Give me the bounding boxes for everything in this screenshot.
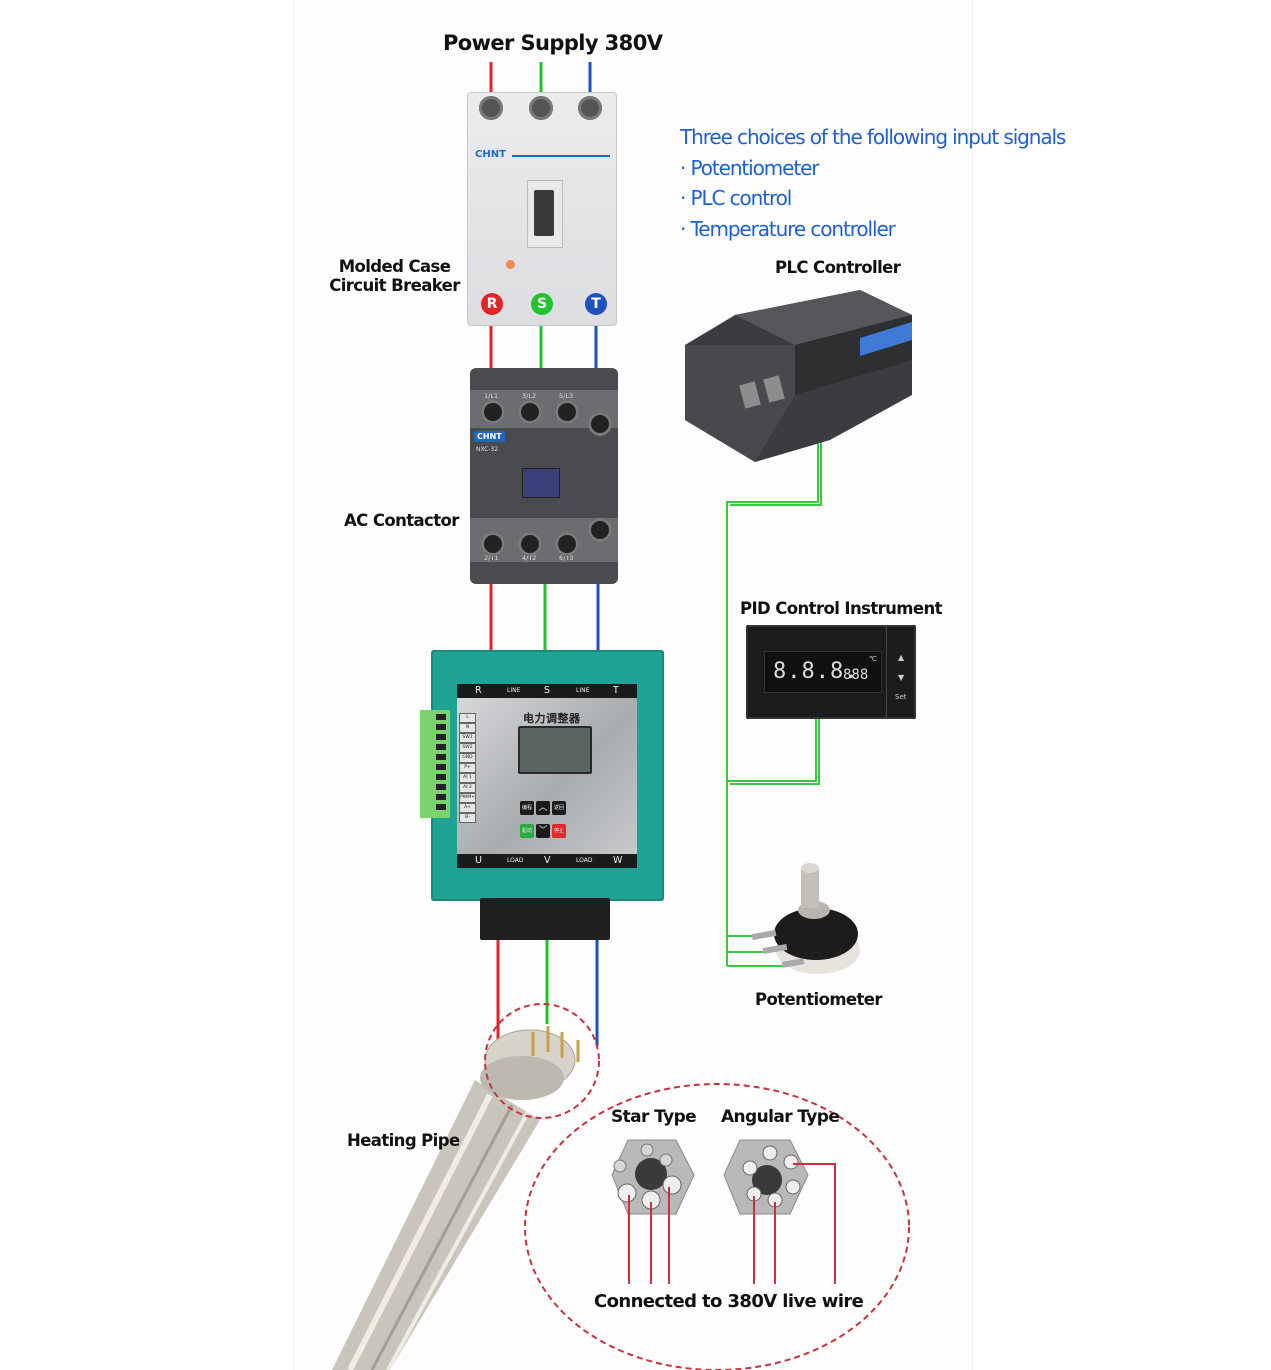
contactor-terminal-label: 2/T1 (484, 554, 499, 562)
input-signals-list: Three choices of the following input sig… (680, 122, 1066, 244)
plc-controller-label: PLC Controller (775, 258, 901, 277)
regulator-cooling-fan (480, 898, 610, 940)
line-terminal-s: S (544, 685, 551, 696)
regulator-lcd-screen (518, 726, 592, 774)
regulator-terminal-block (420, 710, 450, 818)
terminal-label: A+ (459, 803, 476, 813)
ac-contactor-label: AC Contactor (344, 511, 459, 530)
mccb-label-line1: Molded Case (338, 257, 451, 276)
heating-pipe-graphic (332, 1026, 580, 1370)
star-type-terminal-graphic (611, 1139, 695, 1284)
contactor-terminal-label: 3/L2 (522, 392, 537, 400)
mccb-label-line2: Circuit Breaker (329, 276, 460, 295)
potentiometer-label: Potentiometer (755, 990, 883, 1009)
signal-wire-pid-2 (730, 716, 820, 785)
signal-option-plc: · PLC control (680, 186, 792, 210)
load-tag: LOAD (576, 857, 593, 864)
contactor-screw (555, 532, 579, 556)
down-key[interactable]: ﹀ (536, 824, 550, 838)
mccb-brand-bar (512, 155, 610, 157)
regulator-line-strip: R LINE S LINE T (457, 684, 637, 698)
mccb-top-terminal-s (529, 96, 553, 120)
back-key[interactable]: 返回 (552, 801, 566, 815)
pid-set-key[interactable]: Set (895, 693, 907, 701)
power-supply-title: Power Supply 380V (443, 31, 663, 55)
angular-type-terminal-graphic (723, 1139, 836, 1284)
stop-key[interactable]: 停止 (552, 824, 566, 838)
contactor-terminal-label: 5/L3 (559, 392, 574, 400)
pid-control-instrument: 8.8.8. 888 ℃ ▲ ▼ Set (746, 625, 916, 719)
terminal-label: P+ (459, 763, 476, 773)
contactor-screw (481, 532, 505, 556)
potentiometer-graphic (751, 863, 860, 974)
load-terminal-u: U (475, 855, 482, 866)
line-terminal-t: T (613, 685, 619, 696)
plc-controller-graphic (685, 290, 912, 462)
signal-wire-plc (726, 440, 819, 966)
signal-option-temperature: · Temperature controller (680, 216, 896, 241)
terminal-label: B- (459, 813, 476, 823)
pid-unit: ℃ (869, 655, 877, 663)
load-terminal-w: W (613, 855, 623, 866)
contactor-indicator-window (522, 468, 560, 498)
terminal-label: SW2 (459, 743, 476, 753)
line-terminal-r: R (475, 685, 482, 696)
load-terminal-v: V (544, 855, 551, 866)
pid-sub-readout: 888 (843, 667, 869, 683)
mccb-toggle-handle[interactable] (534, 190, 554, 236)
regulator-load-strip: U LOAD V LOAD W (457, 854, 637, 868)
angular-type-label: Angular Type (721, 1107, 840, 1127)
mccb-brand: CHNT (475, 149, 506, 160)
load-tag: LOAD (507, 857, 524, 864)
star-type-label: Star Type (611, 1107, 697, 1127)
contactor-terminal-label: 1/L1 (484, 392, 499, 400)
connection-note: Connected to 380V live wire (594, 1291, 864, 1312)
heater-terminal-highlight (484, 1003, 600, 1119)
contactor-screw (588, 412, 612, 436)
mccb-label: Molded Case Circuit Breaker (322, 257, 467, 295)
pid-up-key[interactable]: ▲ (898, 653, 905, 662)
phase-badge-r: R (481, 293, 503, 315)
start-key[interactable]: 起动 (520, 824, 534, 838)
terminal-label: PWM+ (459, 793, 476, 803)
signal-option-potentiometer: · Potentiometer (680, 155, 820, 180)
up-key[interactable]: ︿ (536, 801, 550, 815)
wiring-detail-highlight (524, 1083, 910, 1370)
contactor-screw (518, 400, 542, 424)
program-key[interactable]: 编程 (520, 801, 534, 815)
molded-case-circuit-breaker: CHNT R S T (467, 92, 617, 326)
line-tag: LINE (576, 687, 590, 694)
pid-main-readout: 8.8.8. (773, 659, 859, 684)
terminal-label: AI 1 (459, 773, 476, 783)
phase-badge-s: S (531, 293, 553, 315)
terminal-label: L (459, 713, 476, 723)
phase-badge-t: T (585, 293, 607, 315)
ac-contactor: 1/L1 3/L2 5/L3 2/T1 4/T2 6/T3 CHNT NXC-3… (470, 368, 618, 584)
pid-instrument-label: PID Control Instrument (740, 599, 943, 618)
contactor-terminal-label: 6/T3 (559, 554, 574, 562)
signal-wire-plc-2 (730, 440, 822, 506)
contactor-brand: CHNT (474, 431, 505, 442)
contactor-screw (481, 400, 505, 424)
contactor-terminal-label: 4/T2 (522, 554, 537, 562)
signal-wire-pid (727, 716, 817, 782)
contactor-screw (555, 400, 579, 424)
terminal-label: GND (459, 753, 476, 763)
terminal-label: N (459, 723, 476, 733)
mccb-test-button[interactable] (506, 260, 515, 269)
mccb-top-terminal-t (578, 96, 602, 120)
mccb-top-terminal-r (479, 96, 503, 120)
terminal-label: SW1 (459, 733, 476, 743)
pid-down-key[interactable]: ▼ (898, 673, 905, 682)
input-signals-heading: Three choices of the following input sig… (680, 125, 1066, 149)
regulator-title: 电力调整器 (523, 712, 581, 725)
heating-pipe-label: Heating Pipe (347, 1131, 460, 1150)
pid-display: 8.8.8. 888 ℃ (764, 651, 882, 693)
pid-keypad: ▲ ▼ Set (886, 625, 917, 719)
line-tag: LINE (507, 687, 521, 694)
contactor-model: NXC-32 (476, 446, 499, 453)
terminal-label: AI 2 (459, 783, 476, 793)
contactor-screw (588, 518, 612, 542)
contactor-screw (518, 532, 542, 556)
